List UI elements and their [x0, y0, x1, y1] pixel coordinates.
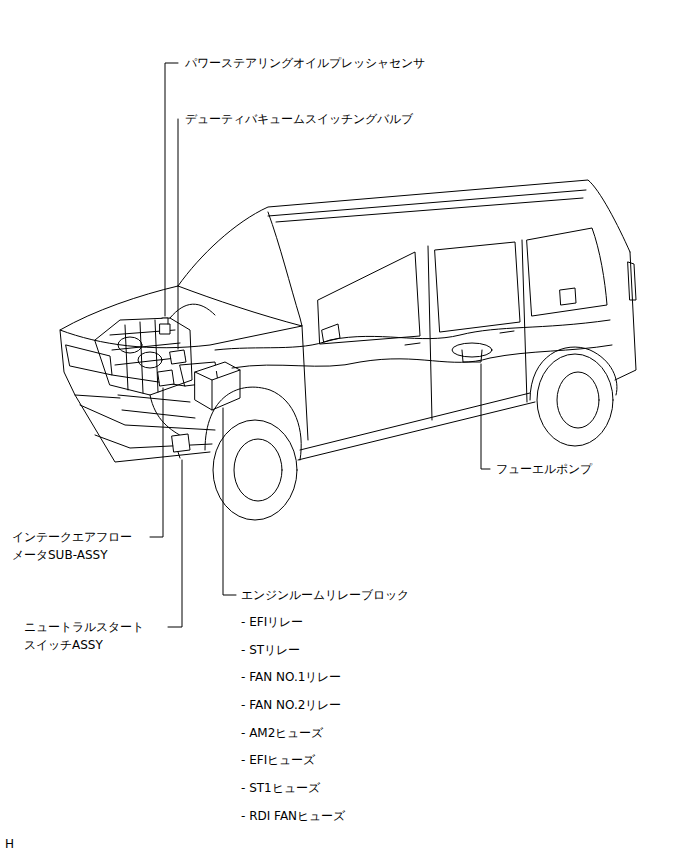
- roof-rail: [276, 198, 583, 222]
- door-handles: [405, 331, 514, 345]
- front-rim: [234, 439, 282, 501]
- part-label: デューティバキュームスイッチングバルブ: [185, 110, 413, 128]
- part-label: - FAN NO.2リレー: [241, 696, 341, 714]
- rocker: [298, 393, 535, 460]
- leader-line: [168, 460, 182, 627]
- windshield: [178, 212, 302, 326]
- part-label: インテークエアフロー メータSUB-ASSY: [12, 528, 162, 564]
- part-label: エンジンルームリレーブロック: [241, 586, 409, 604]
- ps-pressure-sensor: [160, 318, 170, 334]
- part-label: ニュートラルスタート スイッチASSY: [24, 618, 174, 654]
- fuel-pump-body: [462, 350, 482, 362]
- part-label: - EFIリレー: [241, 613, 303, 631]
- engine-detail: [110, 320, 185, 393]
- door-lines: [302, 240, 527, 440]
- front-face: [60, 330, 210, 462]
- leader-line: [223, 408, 236, 595]
- air-flow-meter: [158, 370, 174, 386]
- front-window: [318, 252, 420, 344]
- intake-pipe: [118, 337, 142, 353]
- grille: [75, 375, 195, 418]
- front-wheel-arch: [205, 387, 301, 460]
- part-label: パワーステアリングオイルプレッシャセンサ: [185, 54, 425, 72]
- front-tire: [213, 420, 297, 520]
- leader-line: [481, 364, 490, 469]
- rear-window: [527, 228, 607, 316]
- part-label: - ST1ヒューズ: [241, 779, 320, 797]
- bumper: [80, 405, 215, 448]
- rear-rim: [557, 372, 599, 428]
- intake-pipe: [138, 352, 162, 368]
- fuel-lid: [560, 288, 576, 305]
- middle-window: [435, 242, 520, 332]
- part-label: - EFIヒューズ: [241, 751, 315, 769]
- rear-tire: [537, 354, 613, 446]
- leader-line: [150, 388, 163, 537]
- roof-line: [268, 190, 586, 216]
- neutral-start-switch: [172, 434, 190, 458]
- fuel-pump: [452, 343, 492, 357]
- body-cutaway: [232, 345, 612, 368]
- body-cutaway: [215, 320, 610, 350]
- rear-wheel-arch: [530, 347, 617, 400]
- leader-line: [178, 119, 179, 349]
- vsv: [170, 350, 186, 364]
- rear-end: [615, 252, 636, 380]
- figure-code: H: [5, 835, 14, 853]
- rear-light: [628, 262, 636, 300]
- part-label: - AM2ヒューズ: [241, 724, 323, 742]
- part-label: フューエルポンプ: [496, 460, 592, 478]
- engine-block: [95, 318, 192, 395]
- part-label: - FAN NO.1リレー: [241, 668, 341, 686]
- part-label: - STリレー: [241, 641, 300, 659]
- relay-block: [195, 362, 240, 410]
- part-label: - RDI FANヒューズ: [241, 807, 345, 825]
- leader-line: [165, 63, 178, 316]
